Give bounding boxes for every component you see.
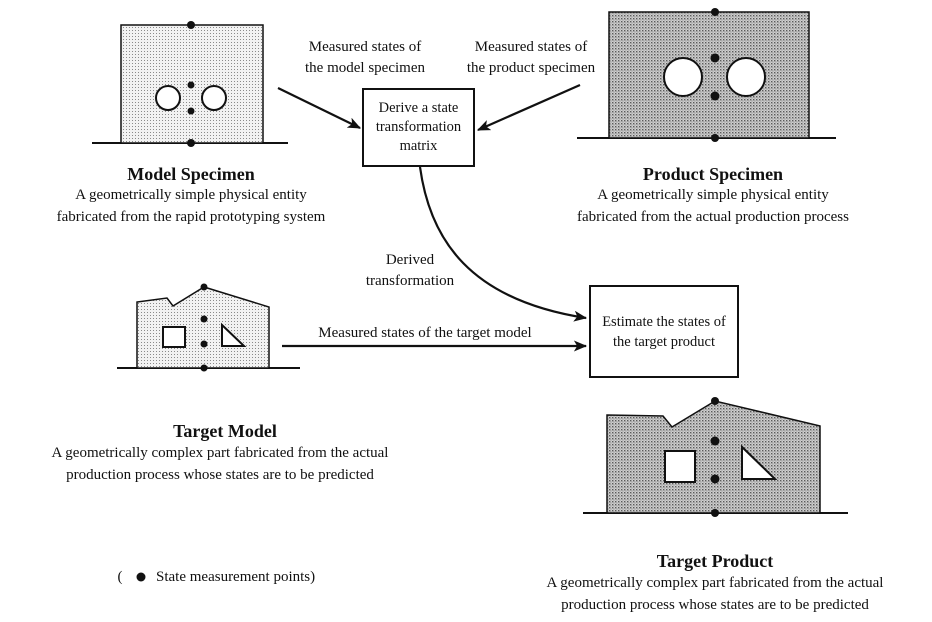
model-specimen-desc-line2: fabricated from the rapid prototyping sy… xyxy=(56,209,326,225)
model-specimen-hole-left xyxy=(155,85,181,111)
label-measured-product-line2: the product specimen xyxy=(466,60,596,76)
target-product-desc-line1: A geometrically complex part fabricated … xyxy=(546,575,884,591)
target-model-title: Target Model xyxy=(173,421,277,441)
label-measured-target: Measured states of the target model xyxy=(318,325,532,341)
legend-dot xyxy=(136,572,146,582)
model-specimen-hole-right xyxy=(201,85,227,111)
label-measured-model-line2: the model specimen xyxy=(305,60,425,76)
derive-box-line1: Derive a state xyxy=(378,100,459,116)
legend-text: State measurement points) xyxy=(156,569,316,585)
arrow-derived-transformation xyxy=(418,166,588,322)
estimate-box xyxy=(589,285,739,378)
measurement-point xyxy=(187,81,195,89)
product-specimen-desc-line1: A geometrically simple physical entity xyxy=(597,187,829,203)
derive-box-line2: transformation xyxy=(375,119,462,135)
arrow-model-to-derive xyxy=(277,87,361,129)
label-derived-line2: transformation xyxy=(365,273,455,289)
product-specimen-hole-left xyxy=(663,57,703,97)
target-product-square-hole xyxy=(664,450,696,483)
measurement-point xyxy=(200,364,208,372)
estimate-box-line2: the target product xyxy=(612,334,715,350)
measurement-point xyxy=(711,397,719,405)
measurement-point xyxy=(200,283,208,291)
target-model-triangle-hole xyxy=(221,322,247,347)
measurement-point xyxy=(711,8,719,16)
model-specimen-title: Model Specimen xyxy=(127,164,255,184)
target-product-desc-line2: production process whose states are to b… xyxy=(561,597,869,613)
target-product-title: Target Product xyxy=(656,551,774,571)
estimate-box-line1: Estimate the states of xyxy=(602,314,726,330)
label-derived-line1: Derived xyxy=(385,252,435,268)
measurement-point xyxy=(187,21,195,29)
target-product-triangle-hole xyxy=(741,444,778,480)
measurement-point xyxy=(710,91,720,101)
measurement-point xyxy=(711,134,719,142)
product-specimen-shape xyxy=(577,8,836,142)
product-specimen-desc-line2: fabricated from the actual production pr… xyxy=(577,209,849,225)
measurement-point xyxy=(187,139,195,147)
product-specimen-hole-right xyxy=(726,57,766,97)
legend-open-paren: ( xyxy=(117,569,123,585)
measurement-point xyxy=(710,474,720,484)
measurement-point xyxy=(200,315,208,323)
target-model-desc-line1: A geometrically complex part fabricated … xyxy=(51,445,389,461)
product-specimen-block xyxy=(608,11,810,139)
target-model-block xyxy=(136,286,270,369)
measurement-point xyxy=(200,340,208,348)
target-model-square-hole xyxy=(162,326,186,348)
target-model-shape xyxy=(117,283,300,372)
measurement-point xyxy=(187,107,195,115)
target-product-shape xyxy=(583,397,848,517)
derive-box xyxy=(362,88,475,167)
model-specimen-desc-line1: A geometrically simple physical entity xyxy=(75,187,307,203)
product-specimen-title: Product Specimen xyxy=(642,164,784,184)
model-specimen-shape xyxy=(92,21,288,147)
arrow-product-to-derive xyxy=(476,83,581,132)
target-model-desc-line2: production process whose states are to b… xyxy=(66,467,374,483)
measurement-point xyxy=(710,53,720,63)
label-measured-product-line1: Measured states of xyxy=(474,39,588,55)
measurement-point xyxy=(711,509,719,517)
target-product-block xyxy=(606,400,821,514)
label-measured-model-line1: Measured states of xyxy=(308,39,422,55)
measurement-point xyxy=(710,436,720,446)
derive-box-line3: matrix xyxy=(399,138,438,154)
